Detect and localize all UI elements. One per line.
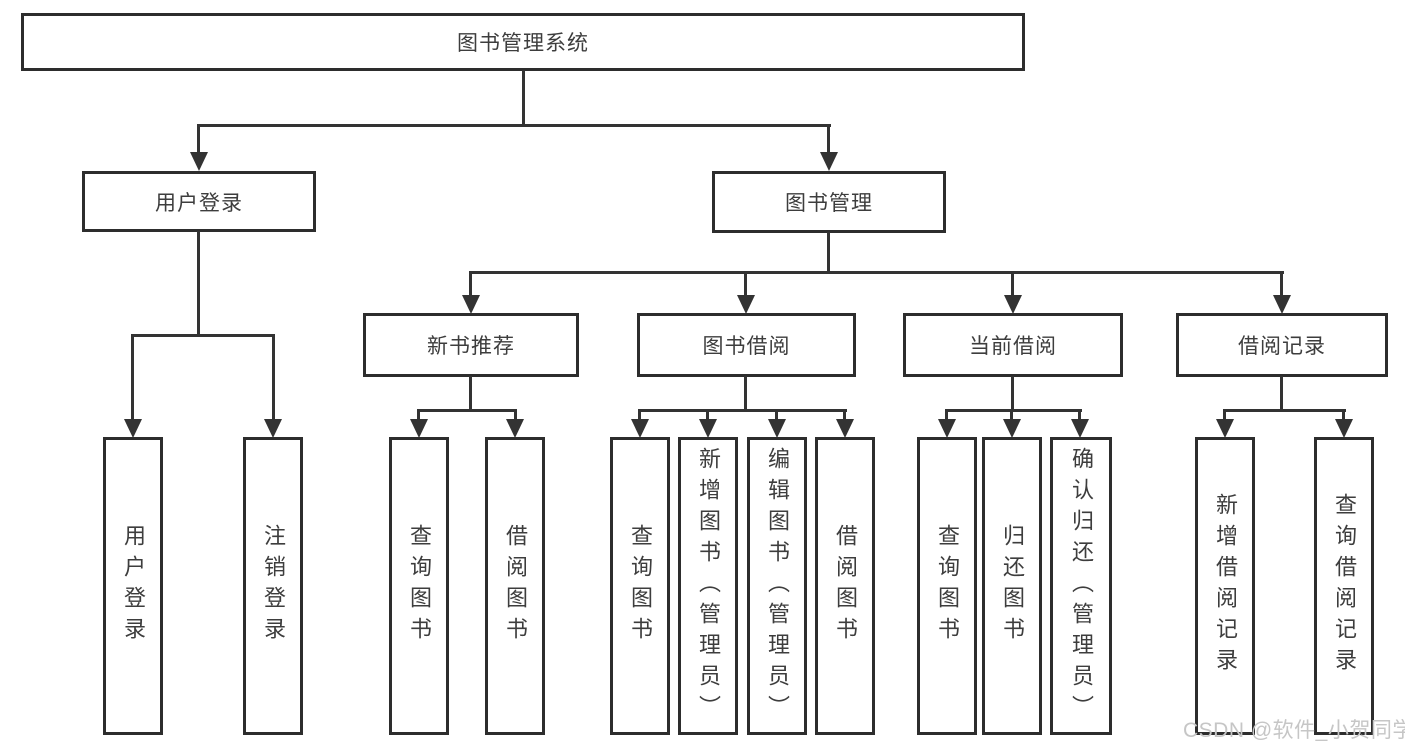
connector-recommend-trunk <box>469 376 472 411</box>
node-book-borrow: 图书借阅 <box>637 313 856 377</box>
connector-stub-records <box>1280 271 1283 297</box>
connector-stub-leaf-logout <box>272 334 275 420</box>
node-root-system: 图书管理系统 <box>21 13 1025 71</box>
node-book-management: 图书管理 <box>712 171 946 233</box>
leaf-records-add-record: 新增借阅记录 <box>1195 437 1255 735</box>
leaf-logout-label: 注销登录 <box>261 524 286 648</box>
connector-stub-current <box>1011 271 1014 297</box>
arrow-down <box>1071 419 1089 438</box>
arrow-down-user-login <box>190 152 208 171</box>
connector-stub <box>945 409 948 422</box>
node-new-book-recommend: 新书推荐 <box>363 313 579 377</box>
connector-stub-book-management <box>827 124 830 154</box>
connector-records-trunk <box>1280 376 1283 411</box>
connector-borrow-crossbar <box>638 409 847 412</box>
connector-stub <box>638 409 641 422</box>
arrow-down <box>631 419 649 438</box>
connector-current-trunk <box>1011 376 1014 411</box>
connector-root-trunk <box>522 70 525 126</box>
connector-stub <box>843 409 846 422</box>
leaf-borrow-add-book-admin-label: 新增图书（管理员） <box>696 446 721 726</box>
leaf-borrow-add-book-admin: 新增图书（管理员） <box>678 437 738 735</box>
leaf-recommend-query-book: 查询图书 <box>389 437 449 735</box>
connector-stub <box>1078 409 1081 422</box>
connector-recommend-crossbar <box>417 409 517 412</box>
arrow-down <box>1216 419 1234 438</box>
connector-mgmt-crossbar <box>469 271 1284 274</box>
arrow-down-leaf-logout <box>264 419 282 438</box>
connector-stub-leaf-login <box>131 334 134 420</box>
arrow-down <box>836 419 854 438</box>
leaf-borrow-edit-book-admin: 编辑图书（管理员） <box>747 437 807 735</box>
node-current-borrow-label: 当前借阅 <box>969 335 1057 358</box>
node-book-borrow-label: 图书借阅 <box>702 335 791 358</box>
connector-stub <box>1342 409 1345 422</box>
arrow-down <box>1003 419 1021 438</box>
leaf-borrow-edit-book-admin-label: 编辑图书（管理员） <box>765 446 790 726</box>
arrow-down-leaf-login <box>124 419 142 438</box>
leaf-borrow-borrow-book: 借阅图书 <box>815 437 875 735</box>
leaf-recommend-query-book-label: 查询图书 <box>407 524 432 648</box>
arrow-down <box>699 419 717 438</box>
arrow-down-current <box>1004 295 1022 314</box>
node-root-label: 图书管理系统 <box>457 32 589 55</box>
node-user-login: 用户登录 <box>82 171 316 232</box>
arrow-down-records <box>1273 295 1291 314</box>
connector-root-crossbar <box>197 124 831 127</box>
connector-stub <box>417 409 420 422</box>
connector-login-crossbar <box>131 334 275 337</box>
node-new-book-recommend-label: 新书推荐 <box>427 335 515 358</box>
connector-stub <box>1223 409 1226 422</box>
connector-stub <box>775 409 778 422</box>
arrow-down <box>1335 419 1353 438</box>
leaf-logout: 注销登录 <box>243 437 303 735</box>
leaf-records-query-record: 查询借阅记录 <box>1314 437 1374 735</box>
leaf-current-query-book-label: 查询图书 <box>935 524 960 648</box>
leaf-current-return-book: 归还图书 <box>982 437 1042 735</box>
connector-borrow-trunk <box>744 376 747 411</box>
leaf-current-confirm-return-admin-label: 确认归还（管理员） <box>1069 446 1094 726</box>
leaf-current-confirm-return-admin: 确认归还（管理员） <box>1050 437 1112 735</box>
connector-current-crossbar <box>945 409 1082 412</box>
arrow-down <box>938 419 956 438</box>
leaf-recommend-borrow-book: 借阅图书 <box>485 437 545 735</box>
leaf-borrow-query-book-label: 查询图书 <box>628 524 653 648</box>
csdn-watermark: CSDN @软件_小贺同学 <box>1183 719 1405 742</box>
connector-stub <box>706 409 709 422</box>
leaf-user-login: 用户登录 <box>103 437 163 735</box>
node-book-management-label: 图书管理 <box>785 192 873 215</box>
arrow-down <box>768 419 786 438</box>
connector-login-trunk <box>197 231 200 336</box>
leaf-borrow-query-book: 查询图书 <box>610 437 670 735</box>
leaf-user-login-label: 用户登录 <box>121 524 146 648</box>
node-user-login-label: 用户登录 <box>155 191 243 215</box>
leaf-current-query-book: 查询图书 <box>917 437 977 735</box>
connector-stub-borrow <box>744 271 747 297</box>
arrow-down <box>506 419 524 438</box>
leaf-borrow-borrow-book-label: 借阅图书 <box>833 524 858 648</box>
leaf-records-add-record-label: 新增借阅记录 <box>1213 493 1238 679</box>
connector-records-crossbar <box>1223 409 1346 412</box>
connector-mgmt-trunk <box>827 232 830 274</box>
leaf-recommend-borrow-book-label: 借阅图书 <box>503 524 528 648</box>
arrow-down-borrow <box>737 295 755 314</box>
node-current-borrow: 当前借阅 <box>903 313 1123 377</box>
leaf-records-query-record-label: 查询借阅记录 <box>1332 493 1357 679</box>
connector-stub-user-login <box>197 124 200 154</box>
arrow-down-recommend <box>462 295 480 314</box>
leaf-current-return-book-label: 归还图书 <box>1000 524 1025 648</box>
node-borrow-records-label: 借阅记录 <box>1238 335 1326 358</box>
connector-stub <box>1010 409 1013 422</box>
node-borrow-records: 借阅记录 <box>1176 313 1388 377</box>
arrow-down-book-management <box>820 152 838 171</box>
arrow-down <box>410 419 428 438</box>
connector-stub-recommend <box>469 271 472 297</box>
connector-stub <box>514 409 517 422</box>
